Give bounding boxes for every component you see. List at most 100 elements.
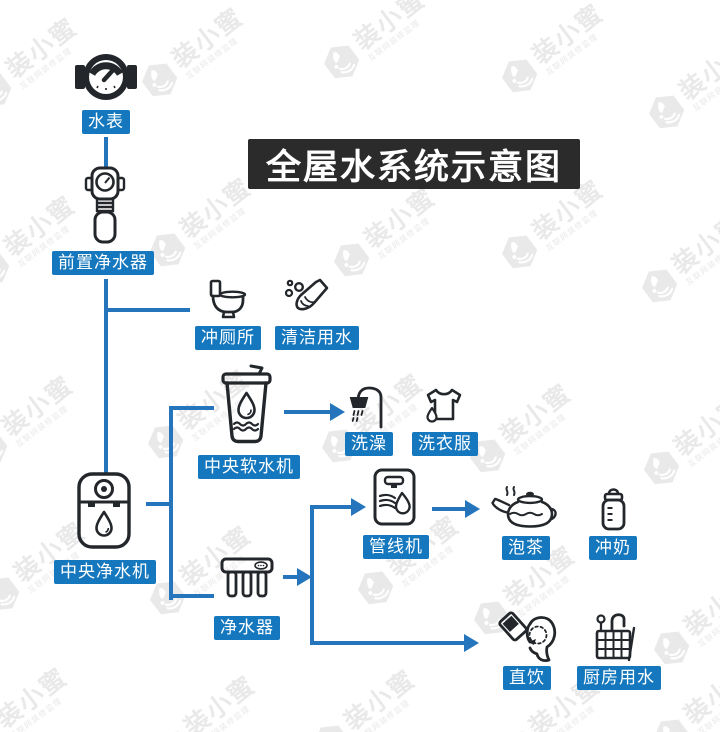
watermark-logo-icon — [334, 243, 370, 277]
watermark-logo-icon — [142, 63, 178, 97]
watermark-tagline: 互联网装修监理 — [191, 205, 248, 252]
watermark-tagline: 互联网装修监理 — [365, 17, 422, 64]
watermark-tagline: 互联网装修监理 — [685, 423, 720, 470]
watermark-logo-icon — [0, 251, 10, 285]
watermark: 装小蜜互联网装修监理 — [640, 33, 720, 138]
diagram-title: 全屋水系统示意图 — [248, 139, 580, 189]
shirt-drop-icon — [422, 387, 466, 424]
arrowhead-bathing — [330, 403, 345, 421]
watermark: 装小蜜互联网装修监理 — [635, 389, 720, 494]
softener-tank-icon — [217, 363, 277, 445]
watermark-tagline: 互联网装修监理 — [13, 403, 70, 450]
pipe-branch-vertical-1 — [169, 406, 173, 600]
toilet-icon — [204, 279, 250, 320]
watermark-logo-icon — [0, 431, 8, 465]
watermark-tagline: 互联网装修监理 — [690, 67, 720, 114]
kitchen-sink-icon — [593, 607, 639, 664]
ro-filter-icon — [219, 555, 275, 600]
arrowhead-drinking — [464, 634, 479, 652]
watermark: 装小蜜互联网装修监理 — [0, 369, 85, 474]
watermark-brand: 装小蜜 — [349, 0, 431, 56]
central-softener-label: 中央软水机 — [198, 455, 300, 480]
watermark: 装小蜜互联网装修监理 — [305, 663, 427, 732]
arrowhead-junction — [297, 568, 312, 586]
laundry-label: 洗衣服 — [412, 432, 478, 457]
watermark-logo-icon — [499, 731, 535, 732]
pipe-prefilter-to-purifier — [104, 279, 108, 473]
watermark-logo-icon — [314, 725, 350, 732]
bathing-label: 洗澡 — [345, 432, 393, 457]
watermark-logo-icon — [502, 235, 538, 269]
watermark-tagline: 互联网装修监理 — [695, 691, 720, 732]
watermark-tagline: 互联网装修监理 — [695, 603, 720, 650]
watermark-brand: 装小蜜 — [0, 370, 79, 442]
watermark-brand: 装小蜜 — [679, 570, 720, 642]
milk-label: 冲奶 — [589, 536, 637, 561]
watermark-logo-icon — [644, 451, 680, 485]
watermark-brand: 装小蜜 — [667, 208, 720, 280]
watermark-brand: 装小蜜 — [679, 658, 720, 730]
flush-toilet-label: 冲厕所 — [195, 326, 261, 351]
watermark: 装小蜜互联网装修监理 — [0, 189, 87, 294]
arrow-to-drinking — [310, 641, 466, 645]
pipeline-machine-icon — [372, 467, 417, 527]
pipeline-machine-label: 管线机 — [363, 535, 429, 560]
watermark-logo-icon — [324, 45, 360, 79]
arrowhead-tea — [465, 500, 480, 518]
arrow-to-pipeline — [310, 505, 352, 509]
watermark-brand: 装小蜜 — [175, 172, 257, 244]
watermark-brand: 装小蜜 — [179, 670, 261, 732]
watermark-logo-icon — [154, 731, 190, 732]
pipe-branch-vertical-2 — [310, 505, 314, 645]
watermark-tagline: 互联网装修监理 — [540, 703, 597, 732]
watermark-brand: 装小蜜 — [0, 662, 73, 732]
watermark: 装小蜜互联网装修监理 — [145, 669, 267, 732]
watermark-tagline: 互联网装修监理 — [375, 215, 432, 262]
watermark-brand: 装小蜜 — [167, 2, 249, 74]
watermark: 装小蜜互联网装修监理 — [0, 661, 79, 732]
watermark-tagline: 互联网装修监理 — [543, 207, 600, 254]
watermark-tagline: 互联网装修监理 — [183, 35, 240, 82]
water-meter-label: 水表 — [82, 110, 130, 135]
watermark-tagline: 互联网装修监理 — [543, 31, 600, 78]
watermark-tagline: 互联网装修监理 — [683, 241, 720, 288]
watermark-brand: 装小蜜 — [359, 182, 441, 254]
watermark-tagline: 互联网装修监理 — [195, 703, 252, 732]
watermark: 装小蜜互联网装修监理 — [493, 0, 615, 103]
watermark: 装小蜜互联网装修监理 — [325, 181, 447, 286]
arrow-rofilter-out — [283, 575, 298, 579]
pipe-purifier-out — [146, 502, 173, 506]
watermark-brand: 装小蜜 — [339, 664, 421, 732]
ro-purifier-label: 净水器 — [214, 616, 280, 641]
watermark-brand: 装小蜜 — [527, 0, 609, 70]
cleaning-water-label: 清洁用水 — [275, 326, 359, 351]
arrow-softener-to-bathing — [284, 410, 330, 414]
central-purifier-label: 中央净水机 — [54, 560, 156, 585]
shower-icon — [349, 385, 389, 430]
watermark-logo-icon — [642, 269, 678, 303]
pre-filter-label: 前置净水器 — [52, 251, 154, 276]
watermark-logo-icon — [0, 723, 2, 732]
arrow-pipeline-to-tea — [432, 507, 466, 511]
watermark-tagline: 互联网装修监理 — [511, 411, 568, 458]
watermark-brand: 装小蜜 — [1, 12, 83, 84]
watermark-logo-icon — [0, 577, 20, 611]
drinking-person-icon — [497, 611, 559, 664]
watermark: 装小蜜互联网装修监理 — [633, 207, 720, 312]
watermark-logo-icon — [654, 719, 690, 732]
kitchen-water-label: 厨房用水 — [577, 666, 661, 691]
cleaning-brush-icon — [285, 278, 330, 320]
watermark: 装小蜜互联网装修监理 — [461, 377, 583, 482]
watermark: 装小蜜互联网装修监理 — [315, 0, 437, 89]
pre-filter-icon — [83, 165, 127, 245]
pipe-to-softener — [169, 406, 214, 410]
water-meter-icon — [74, 50, 138, 104]
watermark: 装小蜜互联网装修监理 — [133, 1, 255, 106]
pipe-to-rofilter — [169, 594, 214, 598]
watermark-logo-icon — [358, 571, 394, 605]
central-purifier-icon — [76, 471, 132, 550]
arrowhead-pipeline — [351, 498, 366, 516]
watermark-brand: 装小蜜 — [669, 390, 720, 462]
watermark-brand: 装小蜜 — [674, 34, 720, 106]
